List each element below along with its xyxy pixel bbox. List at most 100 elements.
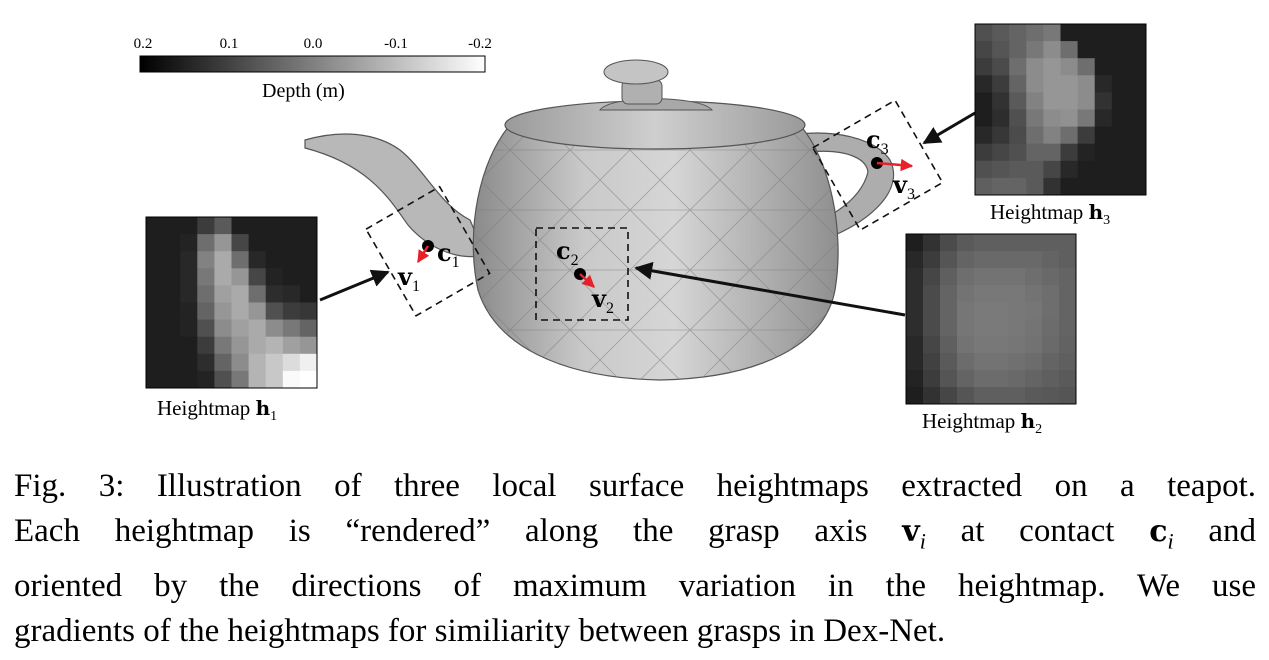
heightmap-pixel bbox=[248, 234, 267, 252]
heightmap-pixel bbox=[1025, 353, 1043, 371]
heightmap-pixel bbox=[974, 370, 992, 388]
heightmap-pixel bbox=[214, 302, 232, 321]
heightmap-pixel bbox=[1077, 24, 1096, 42]
heightmap-pixel bbox=[1025, 268, 1043, 286]
heightmap-pixel bbox=[146, 336, 164, 355]
heightmap-caption-1: Heightmap h1 bbox=[157, 396, 278, 425]
colorbar bbox=[139, 55, 486, 73]
heightmap-pixel bbox=[1043, 177, 1061, 196]
heightmap-pixel bbox=[1128, 75, 1147, 93]
heightmap-pixel bbox=[214, 251, 232, 269]
heightmap-pixel bbox=[146, 285, 164, 303]
heightmap-pixel bbox=[163, 302, 181, 321]
heightmap-pixel bbox=[1042, 387, 1060, 405]
heightmap-pixel bbox=[1043, 126, 1061, 145]
colorbar-tick-label: 0.1 bbox=[219, 36, 239, 52]
caption-line: gradients of the heightmaps for similiar… bbox=[14, 612, 946, 649]
heightmap-pixel bbox=[1025, 251, 1043, 269]
pointer-arrow-3 bbox=[922, 111, 976, 145]
heightmap-pixel bbox=[923, 370, 941, 388]
colorbar-tick-label: 0.0 bbox=[303, 36, 323, 52]
heightmap-pixel bbox=[1111, 58, 1130, 76]
heightmap-pixel bbox=[1009, 160, 1027, 179]
heightmap-pixel bbox=[1059, 302, 1077, 320]
heightmap-pixel bbox=[282, 251, 301, 269]
grasp-axis-arrow-2 bbox=[579, 273, 595, 288]
heightmap-pixel bbox=[992, 160, 1010, 179]
heightmap-pixel bbox=[197, 302, 215, 321]
heightmap-pixel bbox=[180, 268, 198, 286]
heightmap-pixel bbox=[180, 353, 198, 372]
heightmap-pixel bbox=[1008, 302, 1026, 320]
heightmap-pixel bbox=[214, 319, 232, 338]
heightmap-border bbox=[905, 233, 1077, 405]
heightmap-pixel bbox=[265, 336, 284, 355]
heightmap-pixel bbox=[1111, 160, 1130, 179]
heightmap-pixel bbox=[923, 251, 941, 269]
heightmap-pixel bbox=[1042, 234, 1060, 252]
heightmap-pixel bbox=[1026, 24, 1044, 42]
heightmap-h3 bbox=[974, 23, 1147, 196]
heightmap-pixel bbox=[940, 387, 958, 405]
heightmap-pixel bbox=[197, 353, 215, 372]
heightmap-pixel bbox=[957, 251, 975, 269]
heightmap-pixel bbox=[1026, 143, 1044, 162]
heightmap-pixel bbox=[1111, 177, 1130, 196]
heightmap-pixel bbox=[146, 353, 164, 372]
heightmap-pixel bbox=[957, 234, 975, 252]
heightmap-pixel bbox=[265, 353, 284, 372]
heightmap-pixel bbox=[992, 177, 1010, 196]
grasp-axis-arrow-1 bbox=[416, 245, 430, 264]
heightmap-pixel bbox=[1009, 41, 1027, 59]
heightmap-pixel bbox=[1077, 58, 1096, 76]
heightmap-pixel bbox=[1059, 387, 1077, 405]
heightmap-pixel bbox=[1094, 177, 1113, 196]
heightmap-pixel bbox=[180, 370, 198, 389]
heightmap-pixel bbox=[248, 336, 267, 355]
heightmap-pixel bbox=[1009, 143, 1027, 162]
heightmap-pixel bbox=[1060, 177, 1079, 196]
heightmap-pixel bbox=[248, 268, 267, 286]
heightmap-pixel bbox=[974, 234, 992, 252]
heightmap-pixel bbox=[1077, 41, 1096, 59]
contact-label-1: c1 bbox=[437, 238, 460, 271]
heightmap-pixel bbox=[992, 92, 1010, 110]
heightmap-pixel bbox=[940, 336, 958, 354]
heightmap-pixel bbox=[1009, 75, 1027, 93]
contact-label-3: c3 bbox=[866, 125, 889, 158]
heightmap-pixel bbox=[1009, 58, 1027, 76]
heightmap-pixel bbox=[197, 319, 215, 338]
heightmap-pixel bbox=[992, 126, 1010, 145]
heightmap-pixel bbox=[1043, 24, 1061, 42]
heightmap-pixel bbox=[163, 285, 181, 303]
heightmap-pixel bbox=[940, 319, 958, 337]
caption-line: Each heightmap is “rendered” along the g… bbox=[14, 513, 1257, 554]
heightmap-pixel bbox=[957, 353, 975, 371]
heightmap-pixel bbox=[991, 302, 1009, 320]
heightmap-pixel bbox=[214, 370, 232, 389]
heightmap-pixel bbox=[180, 234, 198, 252]
heightmap-pixel bbox=[1077, 143, 1096, 162]
heightmap-pixel bbox=[282, 217, 301, 235]
heightmap-pixel bbox=[1025, 302, 1043, 320]
heightmap-pixel bbox=[146, 370, 164, 389]
heightmap-pixel bbox=[1059, 251, 1077, 269]
heightmap-pixel bbox=[1042, 251, 1060, 269]
heightmap-pixel bbox=[1060, 41, 1079, 59]
heightmap-pixel bbox=[1059, 370, 1077, 388]
heightmap-pixel bbox=[282, 370, 301, 389]
heightmap-pixel bbox=[231, 217, 250, 235]
heightmap-pixel bbox=[923, 387, 941, 405]
pointer-arrow-2 bbox=[634, 261, 906, 317]
heightmap-pixel bbox=[163, 319, 181, 338]
heightmap-pixel bbox=[163, 336, 181, 355]
heightmap-pixel bbox=[1094, 92, 1113, 110]
heightmap-pixel bbox=[957, 370, 975, 388]
heightmap-pixel bbox=[1043, 41, 1061, 59]
heightmap-pixel bbox=[1128, 126, 1147, 145]
heightmap-pixel bbox=[197, 370, 215, 389]
heightmap-pixel bbox=[248, 370, 267, 389]
colorbar-tick-label: -0.1 bbox=[384, 36, 408, 52]
axis-label-1: v1 bbox=[398, 262, 420, 295]
heightmap-pixel bbox=[906, 285, 924, 303]
